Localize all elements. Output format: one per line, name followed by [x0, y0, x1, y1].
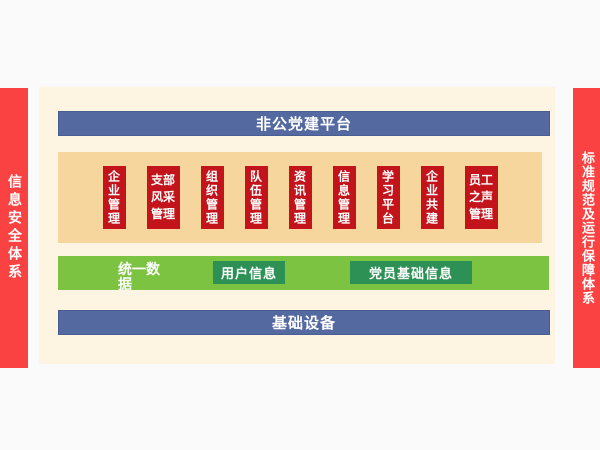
module-box: 企业共建 — [420, 166, 444, 229]
module-box: 组织管理 — [200, 166, 224, 229]
module-label: 企业管理 — [106, 169, 121, 226]
module-label: 信息管理 — [336, 169, 351, 226]
unified-data-bar: 统一数据 用户信息 党员基础信息 — [58, 256, 549, 290]
party-member-info-chip: 党员基础信息 — [350, 261, 472, 284]
unified-data-label: 统一数据 — [118, 262, 160, 291]
user-info-chip: 用户信息 — [213, 261, 285, 284]
user-info-label: 用户信息 — [220, 267, 277, 282]
module-box: 队伍管理 — [244, 166, 268, 229]
security-system-bar: 信息安全体系 — [0, 88, 28, 368]
module-box: 员工之声管理 — [464, 166, 498, 229]
security-system-label: 信息安全体系 — [6, 174, 22, 282]
platform-bar-label: 非公党建平台 — [255, 115, 352, 133]
standards-system-bar: 标准规范及运行保障体系 — [573, 88, 600, 368]
platform-bar: 非公党建平台 — [58, 111, 550, 136]
infrastructure-bar: 基础设备 — [58, 310, 550, 335]
module-label: 企业共建 — [424, 169, 439, 226]
module-strip: 企业管理 支部风采管理 组织管理 队伍管理 资讯管理 信息管理 学习平台 企业共… — [58, 152, 542, 243]
module-label: 组织管理 — [204, 169, 219, 226]
party-member-info-label: 党员基础信息 — [368, 267, 453, 282]
module-label: 学习平台 — [380, 169, 395, 226]
module-label: 队伍管理 — [248, 169, 263, 226]
module-box: 学习平台 — [376, 166, 400, 229]
module-label: 支部风采管理 — [150, 173, 175, 221]
module-box: 支部风采管理 — [146, 166, 180, 229]
module-label: 员工之声管理 — [468, 173, 493, 221]
infrastructure-bar-label: 基础设备 — [271, 314, 336, 332]
module-label: 资讯管理 — [292, 169, 307, 226]
module-box: 企业管理 — [102, 166, 126, 229]
standards-system-label: 标准规范及运行保障体系 — [579, 151, 594, 305]
module-box: 信息管理 — [332, 166, 356, 229]
main-panel: 非公党建平台 企业管理 支部风采管理 组织管理 队伍管理 资讯管理 信息管理 — [39, 87, 555, 364]
module-box: 资讯管理 — [288, 166, 312, 229]
